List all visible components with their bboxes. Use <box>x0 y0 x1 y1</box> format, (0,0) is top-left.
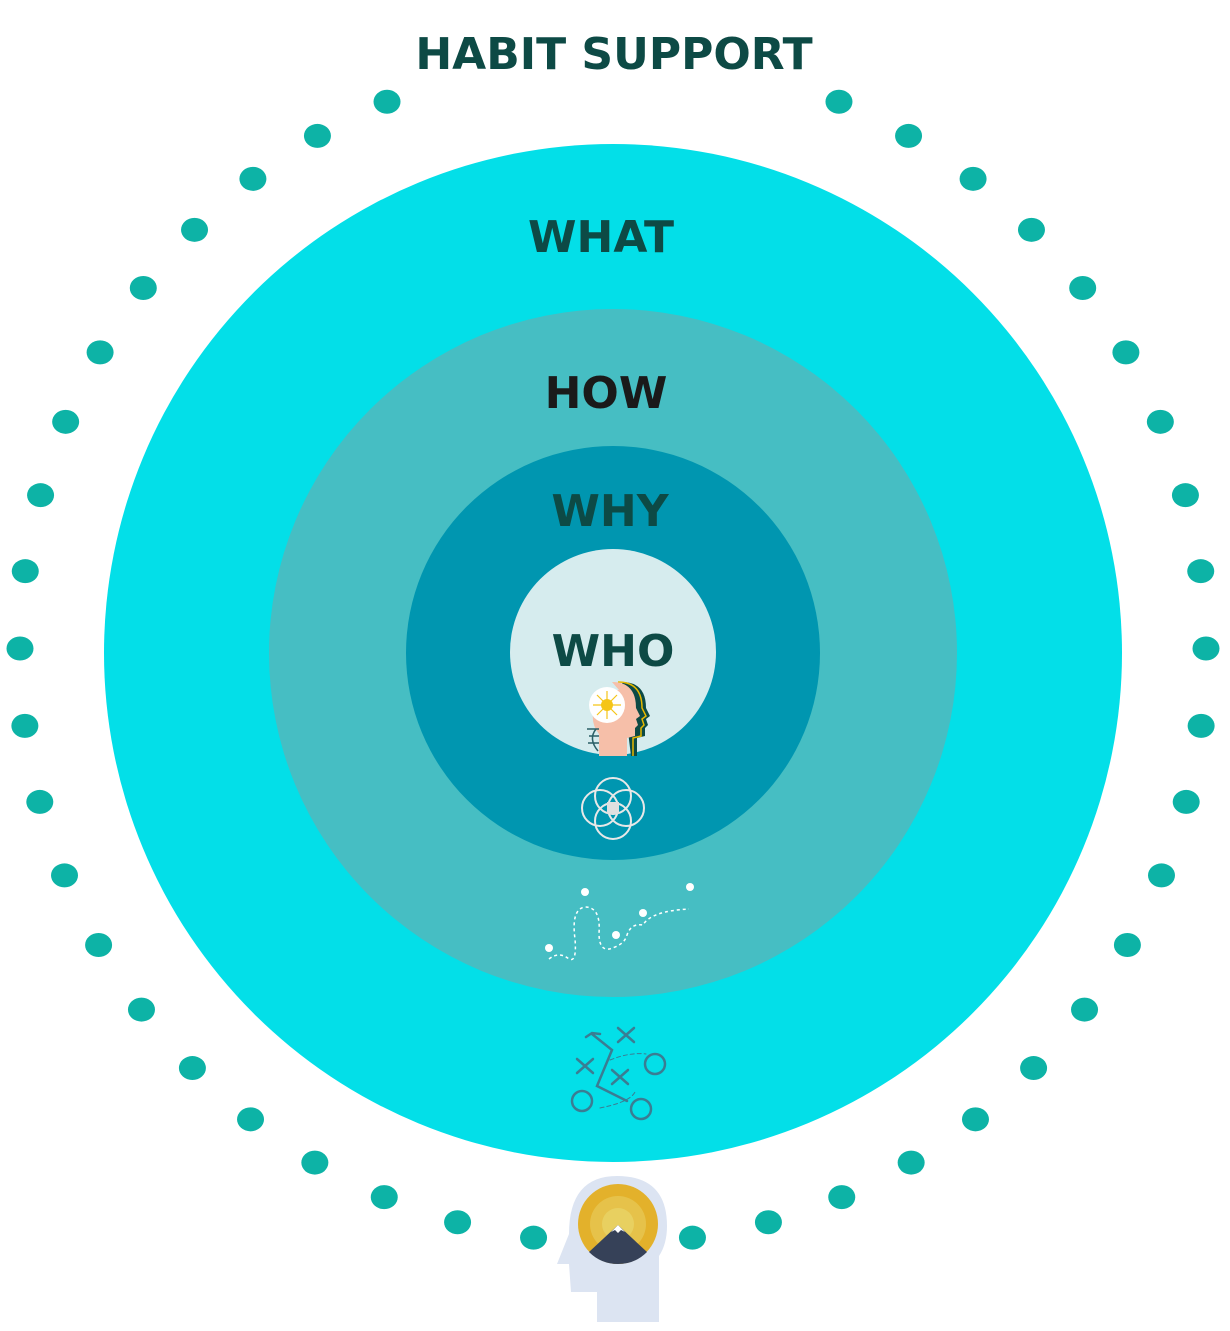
ring-who <box>510 549 716 755</box>
ring-dot <box>959 166 987 191</box>
ring-dot <box>85 933 113 958</box>
ring-dot <box>52 409 80 434</box>
ring-dot <box>301 1150 329 1175</box>
ring-dot <box>678 1225 706 1250</box>
ring-dot <box>237 1107 265 1132</box>
ring-dot <box>129 276 157 301</box>
diagram-title: HABIT SUPPORT <box>415 29 812 80</box>
ring-dot <box>1192 636 1220 661</box>
ring-dot <box>6 636 34 661</box>
ring-dot <box>11 713 39 738</box>
ring-dot <box>1071 997 1099 1022</box>
ring-dot <box>239 166 267 191</box>
ring-dot <box>961 1107 989 1132</box>
ring-dot <box>11 559 39 584</box>
ring-dot <box>1187 713 1215 738</box>
ring-dot <box>1113 933 1141 958</box>
ring-dot <box>825 89 853 114</box>
ring-dot <box>1112 340 1140 365</box>
ring-dot <box>86 340 114 365</box>
ring-dot <box>27 483 55 508</box>
ring-dot <box>897 1150 925 1175</box>
ring-dot <box>1017 217 1045 242</box>
route-map-pins-icon <box>545 883 694 961</box>
ring-dot <box>1172 789 1200 814</box>
ring-dot <box>127 997 155 1022</box>
ring-dot <box>51 863 79 888</box>
ring-dot <box>1069 276 1097 301</box>
strategy-playbook-icon <box>570 1026 667 1121</box>
ring-dot <box>303 123 331 148</box>
ring-dot <box>520 1225 548 1250</box>
ring-dot <box>26 789 54 814</box>
ring-dot <box>895 123 923 148</box>
ring-dot <box>828 1185 856 1210</box>
ring-dot <box>181 217 209 242</box>
ring-dot <box>1147 863 1175 888</box>
label-how: HOW <box>545 368 668 419</box>
head-sun-profile-icon <box>587 681 650 756</box>
ring-dot <box>1146 409 1174 434</box>
ring-dot <box>1187 559 1215 584</box>
ring-dot <box>754 1210 782 1235</box>
ring-dot <box>444 1210 472 1235</box>
label-why: WHY <box>551 486 669 537</box>
head-mountain-sun-icon <box>557 1176 667 1322</box>
label-what: WHAT <box>528 212 674 263</box>
ring-dot <box>370 1185 398 1210</box>
ring-dot <box>1171 483 1199 508</box>
ring-dot <box>373 89 401 114</box>
ring-dot <box>178 1056 206 1081</box>
dotted-ring <box>6 89 1220 1250</box>
overlapping-circles-icon <box>581 777 645 840</box>
label-who: WHO <box>552 626 675 677</box>
ring-dot <box>1020 1056 1048 1081</box>
